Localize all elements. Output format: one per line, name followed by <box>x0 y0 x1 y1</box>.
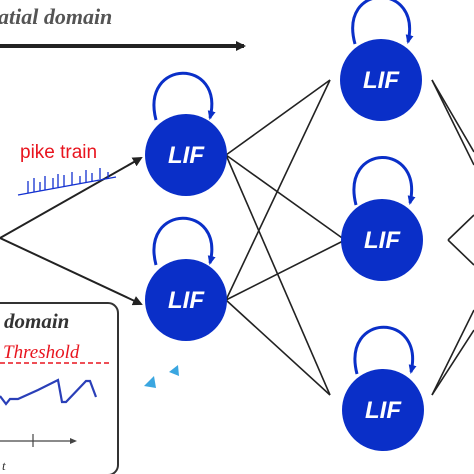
time-axis-arrowhead <box>70 438 77 444</box>
neuron-body <box>145 259 227 341</box>
spike-train-glyph <box>17 168 117 196</box>
zoom-indicator <box>144 365 179 388</box>
input-arrow-upper <box>0 157 143 239</box>
neuron-l1-bottom: LIF <box>145 216 227 341</box>
neuron-l2-middle: LIF <box>341 156 423 281</box>
neuron-body <box>342 369 424 451</box>
threshold-label: Threshold <box>3 342 80 363</box>
recurrent-loop-arrow <box>353 325 417 375</box>
neuron-body <box>341 199 423 281</box>
temporal-inset: domain Threshold t <box>0 302 119 474</box>
neuron-label: LIF <box>363 67 400 94</box>
spatial-domain-label: atial domain <box>0 4 112 29</box>
neuron-l2-top: LIF <box>340 0 422 121</box>
membrane-potential-trace <box>0 378 98 406</box>
neuron-l1-top: LIF <box>145 71 227 196</box>
neuron-body <box>145 114 227 196</box>
neuron-label: LIF <box>168 142 205 169</box>
recurrent-loop-arrow <box>152 216 216 266</box>
neuron-label: LIF <box>365 397 402 424</box>
input-arrow-lower <box>0 237 143 306</box>
neuron-body <box>340 39 422 121</box>
time-axis-label: t <box>2 458 6 473</box>
recurrent-loop-arrow <box>152 71 216 121</box>
neuron-label: LIF <box>364 227 401 254</box>
connections-layer2-output <box>431 79 474 396</box>
neuron-l2-bottom: LIF <box>342 325 424 451</box>
recurrent-loop-arrow <box>352 156 416 206</box>
connections-layer1-layer2 <box>225 79 346 396</box>
recurrent-loop-arrow <box>351 0 414 45</box>
neuron-label: LIF <box>168 287 205 314</box>
spike-train-label: pike train <box>20 142 97 163</box>
inset-title: domain <box>4 309 69 333</box>
